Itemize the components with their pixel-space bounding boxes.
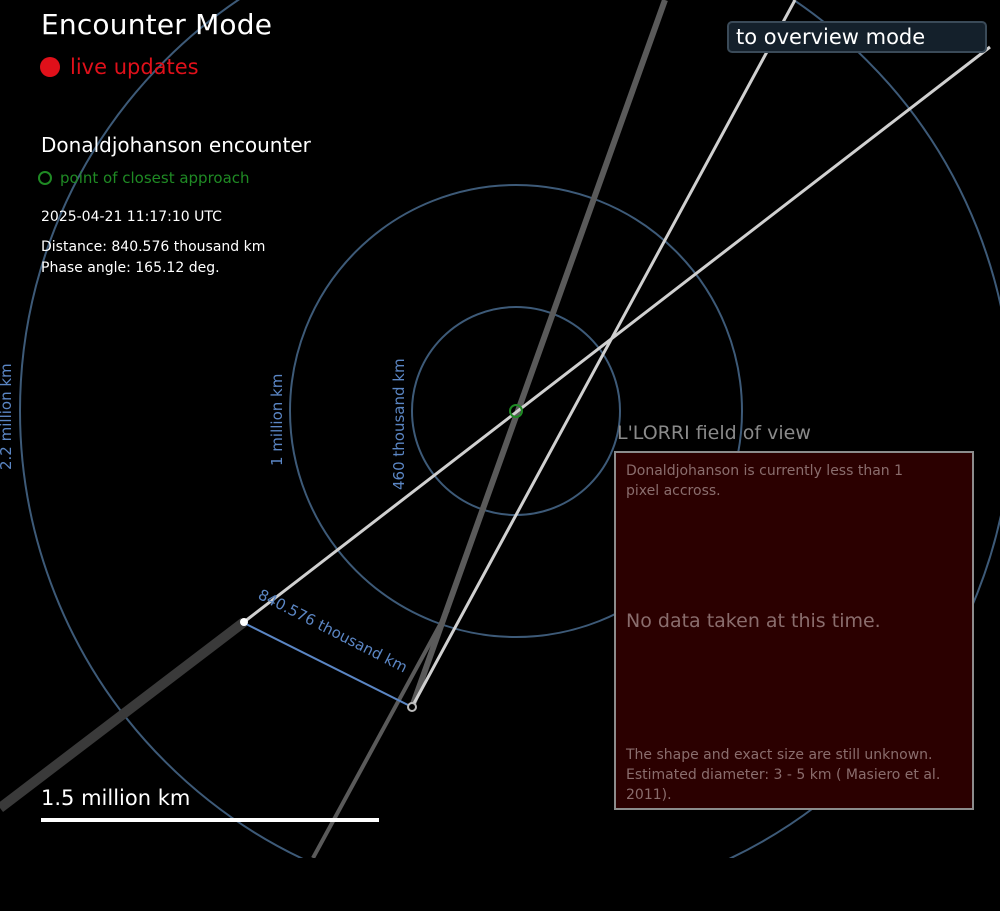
closest-approach-icon bbox=[38, 171, 52, 185]
scale-bar-label: 1.5 million km bbox=[41, 786, 191, 810]
sightline-steep bbox=[410, 0, 797, 708]
distance-marker-label: 840.576 thousand km bbox=[255, 586, 410, 677]
trajectory-grey-lower bbox=[311, 609, 450, 858]
ring-inner-label: 460 thousand km bbox=[390, 358, 408, 490]
fov-status: No data taken at this time. bbox=[626, 610, 881, 632]
live-dot-icon bbox=[40, 57, 60, 77]
fov-title: L'LORRI field of view bbox=[617, 422, 811, 444]
trajectory-grey bbox=[409, 0, 668, 709]
fov-panel: Donaldjohanson is currently less than 1 … bbox=[614, 451, 974, 810]
target-point bbox=[407, 702, 417, 712]
live-updates-label: live updates bbox=[70, 55, 199, 79]
encounter-timestamp: 2025-04-21 11:17:10 UTC bbox=[41, 209, 222, 225]
distance-marker-line bbox=[245, 623, 413, 708]
ring-middle-label: 1 million km bbox=[268, 374, 286, 466]
ring-middle bbox=[289, 184, 743, 638]
encounter-title: Donaldjohanson encounter bbox=[41, 133, 311, 157]
closest-approach-marker[interactable] bbox=[509, 404, 523, 418]
ring-outer bbox=[19, 0, 1000, 858]
scale-bar bbox=[41, 818, 379, 822]
ring-outer-label: 2.2 million km bbox=[0, 363, 15, 470]
past-path bbox=[0, 618, 248, 812]
overview-mode-button[interactable]: to overview mode bbox=[727, 21, 987, 53]
fov-diameter-note: The shape and exact size are still unkno… bbox=[626, 747, 941, 803]
page-title: Encounter Mode bbox=[41, 8, 273, 41]
closest-approach-legend: point of closest approach bbox=[38, 169, 250, 187]
live-updates-indicator[interactable]: live updates bbox=[40, 55, 199, 79]
closest-approach-label: point of closest approach bbox=[60, 169, 250, 187]
encounter-phase-angle: Phase angle: 165.12 deg. bbox=[41, 260, 220, 276]
fov-size-note: Donaldjohanson is currently less than 1 … bbox=[626, 463, 904, 499]
sightline-main bbox=[243, 45, 991, 624]
encounter-distance: Distance: 840.576 thousand km bbox=[41, 239, 266, 255]
spacecraft-point bbox=[240, 618, 248, 626]
